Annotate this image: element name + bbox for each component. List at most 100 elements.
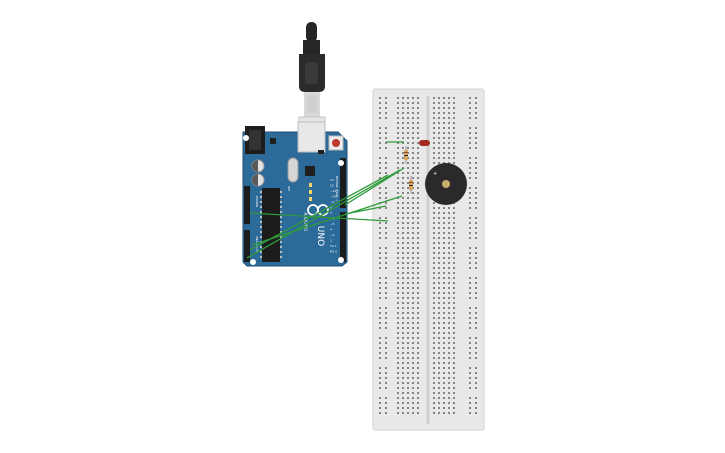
breadboard-hole[interactable] xyxy=(417,342,419,344)
breadboard-hole[interactable] xyxy=(417,397,419,399)
breadboard-hole[interactable] xyxy=(453,387,455,389)
breadboard-hole[interactable] xyxy=(407,307,409,309)
breadboard-hole[interactable] xyxy=(402,177,404,179)
breadboard-hole[interactable] xyxy=(397,292,399,294)
breadboard-hole[interactable] xyxy=(433,387,435,389)
breadboard-hole[interactable] xyxy=(433,397,435,399)
breadboard-hole[interactable] xyxy=(385,347,387,349)
breadboard-hole[interactable] xyxy=(448,237,450,239)
breadboard-hole[interactable] xyxy=(443,217,445,219)
breadboard-hole[interactable] xyxy=(397,307,399,309)
breadboard-hole[interactable] xyxy=(397,312,399,314)
breadboard-hole[interactable] xyxy=(412,247,414,249)
breadboard-hole[interactable] xyxy=(385,232,387,234)
breadboard-hole[interactable] xyxy=(443,387,445,389)
breadboard-hole[interactable] xyxy=(402,287,404,289)
breadboard-hole[interactable] xyxy=(433,212,435,214)
breadboard-hole[interactable] xyxy=(397,257,399,259)
breadboard-hole[interactable] xyxy=(397,182,399,184)
breadboard-hole[interactable] xyxy=(407,102,409,104)
breadboard-hole[interactable] xyxy=(475,192,477,194)
breadboard-hole[interactable] xyxy=(453,267,455,269)
breadboard-hole[interactable] xyxy=(453,397,455,399)
breadboard-hole[interactable] xyxy=(433,322,435,324)
breadboard-hole[interactable] xyxy=(402,402,404,404)
breadboard-hole[interactable] xyxy=(475,407,477,409)
breadboard-hole[interactable] xyxy=(385,407,387,409)
breadboard-hole[interactable] xyxy=(438,252,440,254)
breadboard-hole[interactable] xyxy=(475,202,477,204)
breadboard-hole[interactable] xyxy=(402,257,404,259)
breadboard-hole[interactable] xyxy=(443,407,445,409)
breadboard-hole[interactable] xyxy=(453,322,455,324)
breadboard-hole[interactable] xyxy=(453,157,455,159)
breadboard-hole[interactable] xyxy=(438,217,440,219)
breadboard-hole[interactable] xyxy=(412,277,414,279)
breadboard-hole[interactable] xyxy=(397,137,399,139)
breadboard-hole[interactable] xyxy=(475,352,477,354)
breadboard-hole[interactable] xyxy=(453,207,455,209)
breadboard-hole[interactable] xyxy=(448,347,450,349)
breadboard-hole[interactable] xyxy=(443,262,445,264)
breadboard-hole[interactable] xyxy=(379,222,381,224)
breadboard-hole[interactable] xyxy=(407,207,409,209)
breadboard-hole[interactable] xyxy=(475,207,477,209)
breadboard-hole[interactable] xyxy=(453,117,455,119)
breadboard-hole[interactable] xyxy=(453,377,455,379)
breadboard-hole[interactable] xyxy=(448,412,450,414)
breadboard-hole[interactable] xyxy=(448,382,450,384)
breadboard-hole[interactable] xyxy=(443,102,445,104)
breadboard-hole[interactable] xyxy=(402,247,404,249)
breadboard-hole[interactable] xyxy=(402,367,404,369)
breadboard-hole[interactable] xyxy=(407,322,409,324)
breadboard-hole[interactable] xyxy=(407,397,409,399)
breadboard-hole[interactable] xyxy=(475,252,477,254)
breadboard-hole[interactable] xyxy=(412,342,414,344)
breadboard-hole[interactable] xyxy=(448,337,450,339)
breadboard-hole[interactable] xyxy=(397,377,399,379)
breadboard-hole[interactable] xyxy=(448,392,450,394)
breadboard-hole[interactable] xyxy=(469,222,471,224)
breadboard-hole[interactable] xyxy=(417,282,419,284)
breadboard-hole[interactable] xyxy=(402,122,404,124)
breadboard-hole[interactable] xyxy=(433,342,435,344)
breadboard-hole[interactable] xyxy=(417,212,419,214)
breadboard-hole[interactable] xyxy=(379,232,381,234)
breadboard-hole[interactable] xyxy=(407,267,409,269)
breadboard-hole[interactable] xyxy=(438,362,440,364)
breadboard-hole[interactable] xyxy=(379,357,381,359)
breadboard-hole[interactable] xyxy=(443,327,445,329)
breadboard-hole[interactable] xyxy=(448,322,450,324)
breadboard-hole[interactable] xyxy=(385,252,387,254)
breadboard-hole[interactable] xyxy=(417,267,419,269)
breadboard-hole[interactable] xyxy=(469,167,471,169)
breadboard-hole[interactable] xyxy=(448,407,450,409)
breadboard-hole[interactable] xyxy=(443,302,445,304)
breadboard-hole[interactable] xyxy=(412,102,414,104)
breadboard-hole[interactable] xyxy=(448,377,450,379)
breadboard-hole[interactable] xyxy=(397,117,399,119)
breadboard-hole[interactable] xyxy=(379,282,381,284)
breadboard-hole[interactable] xyxy=(469,337,471,339)
breadboard-hole[interactable] xyxy=(397,247,399,249)
breadboard-hole[interactable] xyxy=(412,162,414,164)
breadboard-hole[interactable] xyxy=(407,97,409,99)
breadboard-hole[interactable] xyxy=(433,377,435,379)
breadboard-hole[interactable] xyxy=(407,247,409,249)
breadboard-hole[interactable] xyxy=(469,317,471,319)
breadboard-hole[interactable] xyxy=(402,232,404,234)
breadboard-hole[interactable] xyxy=(443,362,445,364)
breadboard-hole[interactable] xyxy=(417,402,419,404)
breadboard-hole[interactable] xyxy=(417,152,419,154)
breadboard-hole[interactable] xyxy=(433,122,435,124)
breadboard-hole[interactable] xyxy=(402,217,404,219)
breadboard-hole[interactable] xyxy=(438,387,440,389)
breadboard-hole[interactable] xyxy=(417,367,419,369)
breadboard-hole[interactable] xyxy=(397,187,399,189)
breadboard-hole[interactable] xyxy=(438,227,440,229)
breadboard-hole[interactable] xyxy=(385,357,387,359)
breadboard-hole[interactable] xyxy=(412,412,414,414)
breadboard-hole[interactable] xyxy=(402,397,404,399)
breadboard-hole[interactable] xyxy=(407,362,409,364)
breadboard-hole[interactable] xyxy=(397,162,399,164)
